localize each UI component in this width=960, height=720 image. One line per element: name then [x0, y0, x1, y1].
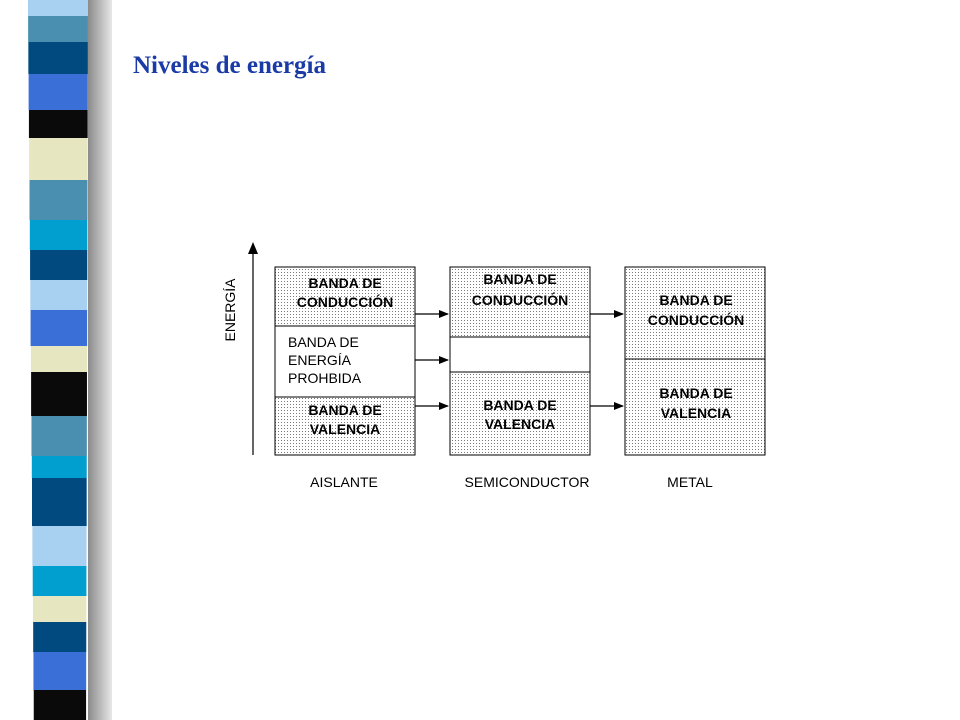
sidebar-stripe [30, 250, 88, 280]
sidebar-stripe [31, 478, 87, 526]
sidebar-stripe [32, 596, 87, 622]
sidebar-stripe [29, 138, 88, 180]
sidebar-stripe [28, 0, 88, 16]
sidebar-stripe [33, 690, 87, 720]
slide-title: Niveles de energía [133, 52, 327, 79]
aislante-forbidden-band [274, 325, 416, 398]
energy-axis-label: ENERGÍA [222, 278, 238, 342]
column-semiconductor: BANDA DE CONDUCCIÓN BANDA DE VALENCIA SE… [449, 266, 591, 490]
semiconductor-valence-label-1: BANDA DE [483, 397, 556, 413]
sidebar-stripes [28, 0, 88, 720]
sidebar-stripe [28, 74, 88, 110]
energy-band-diagram: ENERGÍA BANDA DE CONDUCCIÓN BANDA DE ENE… [222, 242, 766, 490]
sidebar-stripe [28, 42, 88, 74]
sidebar-stripe [31, 372, 87, 416]
sidebar-stripe [29, 180, 88, 220]
semiconductor-conduction-label-1: BANDA DE [483, 271, 556, 287]
metal-conduction-label-2: CONDUCCIÓN [648, 311, 744, 328]
sidebar-stripe [29, 220, 88, 250]
aislante-valence-label-1: BANDA DE [308, 402, 381, 418]
column-aislante: BANDA DE CONDUCCIÓN BANDA DE ENERGÍA PRO… [274, 266, 416, 490]
sidebar-stripe [33, 622, 87, 652]
sidebar-stripe [31, 456, 87, 478]
energy-axis-arrowhead [248, 242, 258, 254]
aislante-valence-label-2: VALENCIA [310, 421, 381, 437]
semiconductor-valence-band [449, 371, 591, 456]
sidebar-stripe [28, 110, 88, 138]
sidebar-stripe [32, 566, 87, 596]
column-metal: BANDA DE CONDUCCIÓN BANDA DE VALENCIA ME… [624, 266, 766, 490]
metal-conduction-band [624, 266, 766, 360]
semiconductor-conduction-band [449, 266, 591, 338]
aislante-label: AISLANTE [310, 474, 378, 490]
metal-valence-label-2: VALENCIA [661, 405, 732, 421]
metal-conduction-label-1: BANDA DE [659, 292, 732, 308]
sidebar-stripe [32, 526, 87, 566]
metal-label: METAL [667, 474, 713, 490]
aislante-valence-band [274, 396, 416, 456]
semiconductor-gap-band [449, 336, 591, 373]
metal-valence-band [624, 358, 766, 456]
aislante-conduction-label-2: CONDUCCIÓN [297, 293, 393, 310]
semiconductor-conduction-label-2: CONDUCCIÓN [472, 291, 568, 308]
sidebar-stripe [28, 16, 88, 42]
sidebar-stripe [33, 652, 87, 690]
sidebar-stripe [30, 280, 88, 310]
aislante-gap-label-1: BANDA DE [288, 334, 359, 350]
sidebar-shadow [88, 0, 112, 720]
decorative-sidebar [28, 0, 112, 720]
aislante-gap-label-2: ENERGÍA [288, 352, 352, 368]
sidebar-stripe [30, 346, 88, 372]
sidebar-stripe [31, 416, 87, 456]
aislante-conduction-label-1: BANDA DE [308, 275, 381, 291]
semiconductor-valence-label-2: VALENCIA [485, 416, 556, 432]
semiconductor-label: SEMICONDUCTOR [465, 474, 590, 490]
metal-valence-label-1: BANDA DE [659, 385, 732, 401]
sidebar-stripe [30, 310, 88, 346]
aislante-gap-label-3: PROHBIDA [288, 370, 362, 386]
